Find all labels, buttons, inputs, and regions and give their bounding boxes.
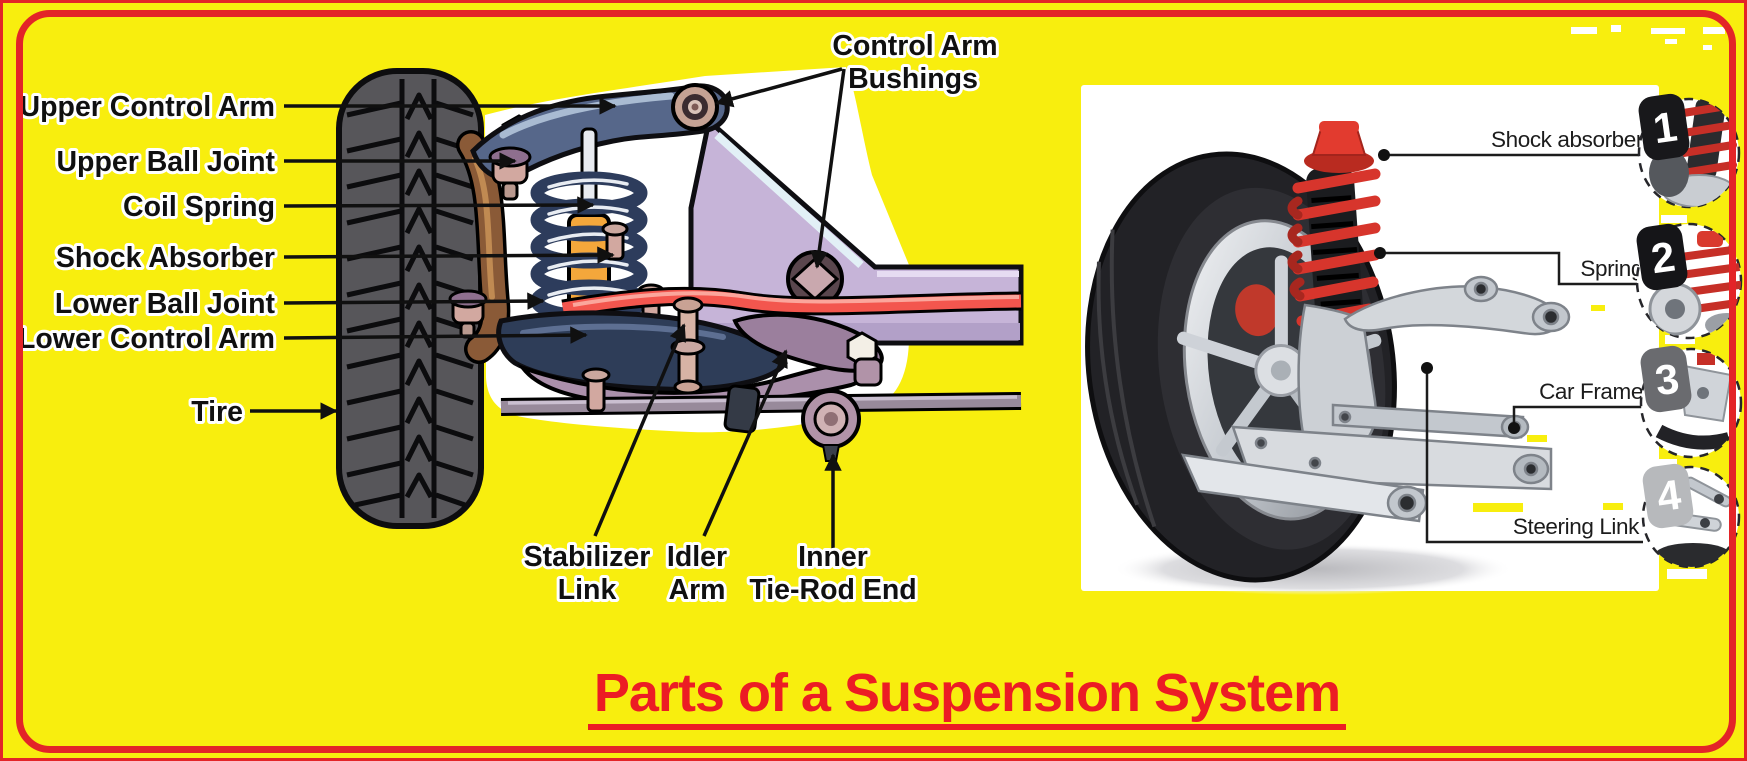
right-labels: Shock absorber Spring Car Frame Steering… bbox=[1491, 127, 1644, 539]
suspension-diagram-graphics: Upper Control Arm Upper Ball Joint Coil … bbox=[15, 25, 1743, 609]
right-leader-lines bbox=[1380, 153, 1647, 544]
label-idler-line1: Idler bbox=[667, 541, 727, 573]
jpeg-noise-dashes bbox=[1571, 25, 1725, 579]
label-car-frame-photo: Car Frame bbox=[1539, 379, 1643, 404]
tire-center-tread bbox=[404, 92, 434, 499]
label-shock-absorber-photo: Shock absorber bbox=[1491, 127, 1644, 152]
badge-3 bbox=[1640, 345, 1692, 413]
inner-tie-rod-end-shape bbox=[801, 389, 861, 462]
thumbnail-4: 4 bbox=[1641, 463, 1741, 569]
label-stabilizer-line1: Stabilizer bbox=[524, 541, 651, 573]
stabilizer-bar-shape bbox=[561, 286, 1022, 319]
control-arm-bushing-lower bbox=[786, 250, 844, 308]
thumbnail-3: 3 bbox=[1639, 345, 1743, 459]
strut-assembly bbox=[1287, 121, 1381, 336]
left-labels: Upper Control Arm Upper Ball Joint Coil … bbox=[15, 27, 1001, 609]
right-photo-render: Shock absorber Spring Car Frame Steering… bbox=[1081, 25, 1743, 595]
badge-4 bbox=[1642, 463, 1694, 529]
suspension-arms-photo bbox=[1180, 275, 1571, 523]
brake-caliper bbox=[1235, 284, 1280, 337]
thumbnail-1: 1 bbox=[1637, 93, 1741, 209]
badge-1 bbox=[1638, 93, 1690, 161]
idler-arm-shape bbox=[732, 312, 884, 387]
red-coil-spring bbox=[1287, 168, 1381, 327]
label-control-arm-bushings-line2: Bushings bbox=[848, 63, 978, 95]
left-cutaway-illustration: Upper Control Arm Upper Ball Joint Coil … bbox=[15, 27, 1024, 609]
label-spring-photo: Spring bbox=[1580, 256, 1643, 281]
left-leader-lines bbox=[250, 67, 846, 559]
label-coil-spring: Coil Spring bbox=[123, 191, 275, 223]
poster-title: Parts of a Suspension System bbox=[555, 665, 1379, 730]
label-idler-line2: Arm bbox=[668, 574, 725, 606]
label-control-arm-bushings-line1: Control Arm bbox=[832, 30, 997, 62]
control-arm-bushing-upper bbox=[671, 83, 719, 131]
poster-title-text: Parts of a Suspension System bbox=[587, 665, 1347, 730]
label-upper-control-arm: Upper Control Arm bbox=[20, 91, 275, 123]
label-tire: Tire bbox=[191, 396, 243, 428]
label-upper-ball-joint: Upper Ball Joint bbox=[56, 146, 275, 178]
label-inner-line1: Inner bbox=[798, 541, 868, 573]
tire-left-tread bbox=[346, 100, 402, 508]
right-leader-dots bbox=[1374, 149, 1520, 434]
badge-2 bbox=[1636, 223, 1688, 291]
label-lower-ball-joint: Lower Ball Joint bbox=[55, 288, 276, 320]
label-lower-control-arm: Lower Control Arm bbox=[18, 323, 275, 355]
label-shock-absorber: Shock Absorber bbox=[56, 242, 275, 274]
label-inner-line2: Tie-Rod End bbox=[749, 574, 916, 606]
tire-right-tread bbox=[435, 100, 474, 508]
steering-link-photo bbox=[1180, 453, 1425, 523]
label-stabilizer-line2: Link bbox=[558, 574, 617, 606]
label-steering-link-photo: Steering Link bbox=[1513, 514, 1640, 539]
strut-top-mount bbox=[1304, 121, 1374, 173]
